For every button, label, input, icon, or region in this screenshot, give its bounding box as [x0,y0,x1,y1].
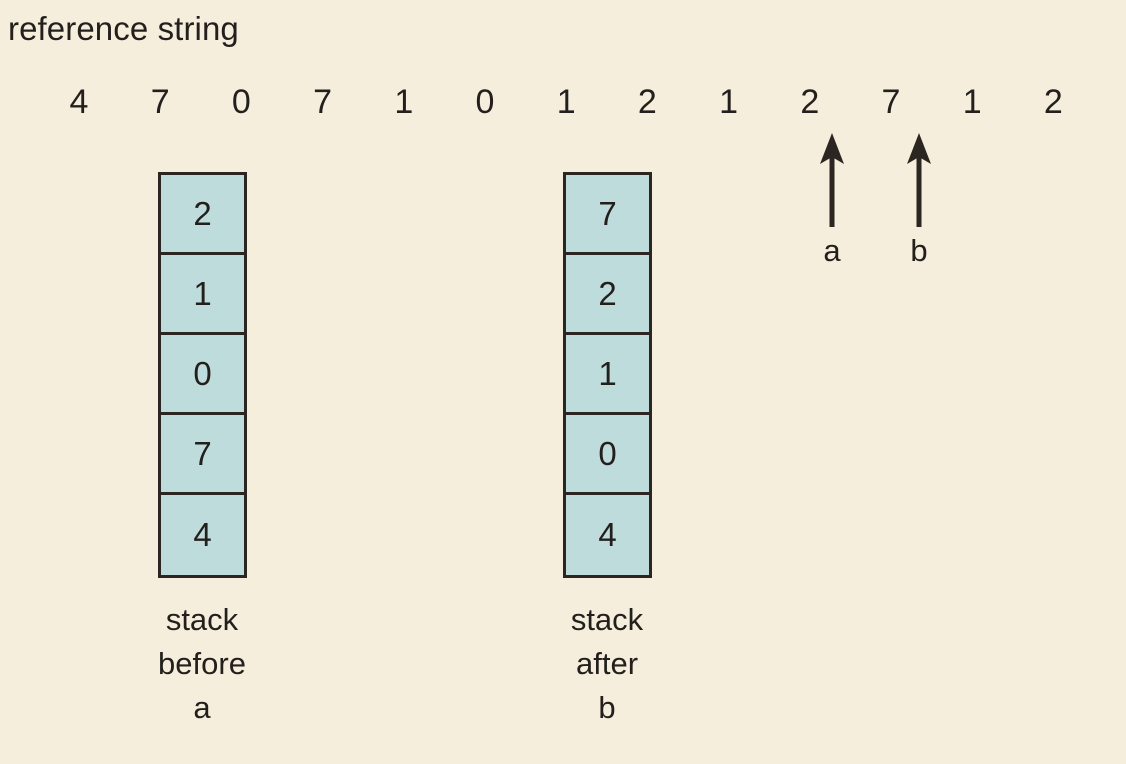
reference-string-label: reference string [8,10,239,47]
caption-line-1: stack [570,602,644,637]
up-arrow-icon-a [814,133,850,227]
caption-line-2: after [575,646,639,681]
stack-cell: 7 [161,415,244,495]
caption-line-3: b [598,690,616,725]
stack-cell: 4 [566,495,649,575]
reference-string-item: 2 [1043,83,1063,121]
stack-after-b-caption: stack after b [487,598,727,730]
stack-cell: 0 [161,335,244,415]
reference-string-item: 7 [313,83,333,121]
stack-cell: 4 [161,495,244,575]
stack-cell: 2 [161,175,244,255]
stack-cell: 2 [566,255,649,335]
reference-string-item: 1 [556,83,576,121]
stack-before-a-caption: stack before a [82,598,322,730]
reference-string-item: 2 [637,83,657,121]
stack-cell: 7 [566,175,649,255]
reference-string-item: 4 [69,83,89,121]
caption-line-2: before [158,646,246,681]
arrow-label-b: b [910,233,928,268]
stack-cell: 1 [566,335,649,415]
reference-string-item: 7 [881,83,901,121]
stack-cell: 1 [161,255,244,335]
reference-string-item: 1 [394,83,414,121]
reference-string-item: 7 [150,83,170,121]
reference-string-item: 1 [719,83,739,121]
reference-string-item: 0 [475,83,495,121]
reference-string-item: 2 [800,83,820,121]
arrow-label-a: a [823,233,841,268]
reference-string-item: 1 [962,83,982,121]
stack-cell: 0 [566,415,649,495]
reference-string-item: 0 [231,83,251,121]
caption-line-3: a [193,690,211,725]
caption-line-1: stack [165,602,239,637]
up-arrow-icon-b [901,133,937,227]
